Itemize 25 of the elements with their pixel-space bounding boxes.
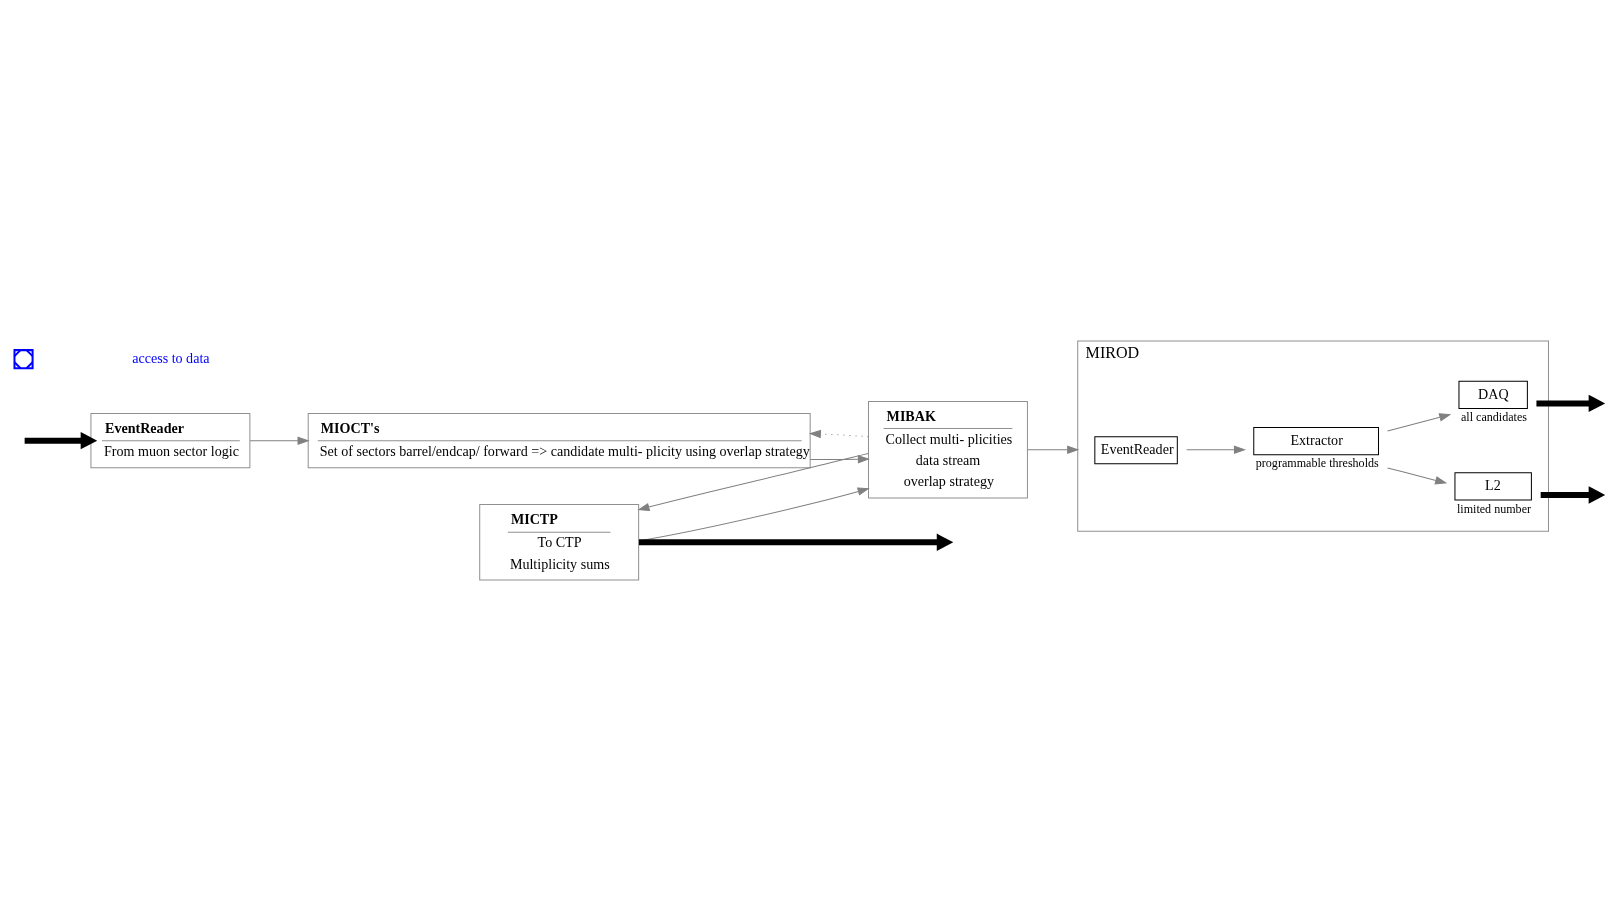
node-label: all candidates — [1460, 409, 1527, 424]
arrow — [638, 533, 954, 551]
arrow — [24, 431, 98, 449]
arrow — [1540, 485, 1606, 504]
legend-label: access to data — [132, 349, 210, 366]
node-box: DAQ — [1458, 380, 1528, 409]
arrow — [1027, 444, 1080, 454]
arrow — [637, 452, 869, 511]
node-label: programmable thresholds — [1255, 455, 1379, 470]
arrow — [1536, 394, 1606, 412]
node-box: EventReader From muon sector logic — [90, 412, 251, 468]
arrow — [638, 487, 870, 541]
arrow — [1186, 444, 1247, 454]
arrow — [249, 435, 310, 445]
node-box: MIBAK Collect multi- plicities data stream overlap strategy — [868, 400, 1028, 498]
node-box: MIOCT's Set of sectors barrel/endcap/ forward => candidate multi- plicity using overlap strategy — [307, 412, 811, 468]
node-box: EventReader — [1094, 435, 1178, 464]
arrow — [1387, 466, 1448, 484]
node-box: L2 — [1454, 471, 1532, 500]
arrow — [1387, 412, 1452, 432]
node-box: Extractor — [1253, 426, 1379, 455]
node-label: limited number — [1456, 501, 1532, 516]
arrow — [809, 454, 870, 463]
node-box: MICTP To CTP Multiplicity sums — [479, 503, 640, 580]
arrow — [808, 429, 869, 438]
